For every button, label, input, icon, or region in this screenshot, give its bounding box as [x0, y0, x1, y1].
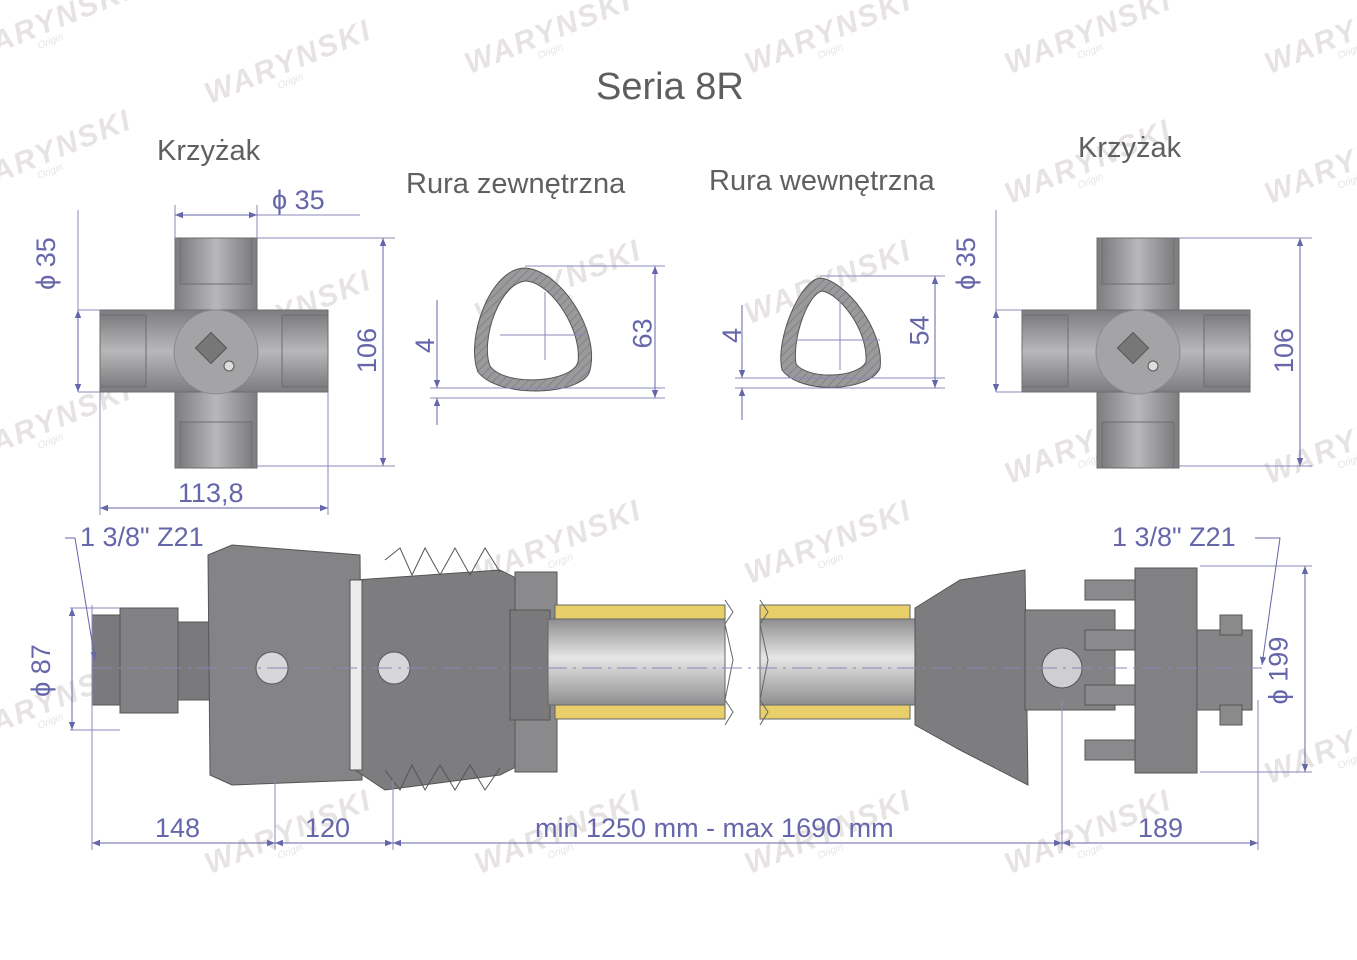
left-spline-label: 1 3/8" Z21 — [80, 522, 204, 552]
cross-right-height: 106 — [1269, 327, 1300, 374]
inner-tube-wall: 4 — [717, 327, 748, 344]
left-yoke-diameter: ϕ 87 — [25, 644, 56, 697]
outer-tube-wall: 4 — [410, 337, 441, 354]
cross-right-side-diameter: ϕ 35 — [950, 237, 981, 290]
inner-tube-height: 54 — [904, 315, 935, 346]
inner-tube-label: Rura wewnętrzna — [709, 165, 935, 197]
page-title: Seria 8R — [596, 66, 744, 108]
length-148: 148 — [155, 813, 201, 843]
right-spline-label: 1 3/8" Z21 — [1112, 522, 1236, 552]
cross-left-side-diameter: ϕ 35 — [30, 237, 61, 290]
cross-left-label: Krzyżak — [157, 135, 261, 167]
cross-right-drawing — [1021, 237, 1251, 469]
cross-left-top-diameter: ϕ 35 — [272, 185, 325, 215]
cross-left-height: 106 — [352, 327, 383, 374]
length-120: 120 — [305, 813, 351, 843]
cross-right-label: Krzyżak — [1078, 132, 1182, 164]
cross-left-drawing — [99, 237, 329, 469]
pto-shaft-drawing — [91, 544, 1253, 792]
outer-tube-label: Rura zewnętrzna — [406, 168, 626, 200]
inner-tube-profile — [780, 277, 881, 388]
cross-left-width: 113,8 — [178, 478, 244, 508]
outer-tube-height: 63 — [627, 318, 658, 349]
length-189: 189 — [1138, 813, 1184, 843]
outer-tube-profile — [474, 267, 592, 392]
length-range: min 1250 mm - max 1690 mm — [535, 813, 894, 843]
clutch-diameter: ϕ 199 — [1263, 636, 1294, 705]
